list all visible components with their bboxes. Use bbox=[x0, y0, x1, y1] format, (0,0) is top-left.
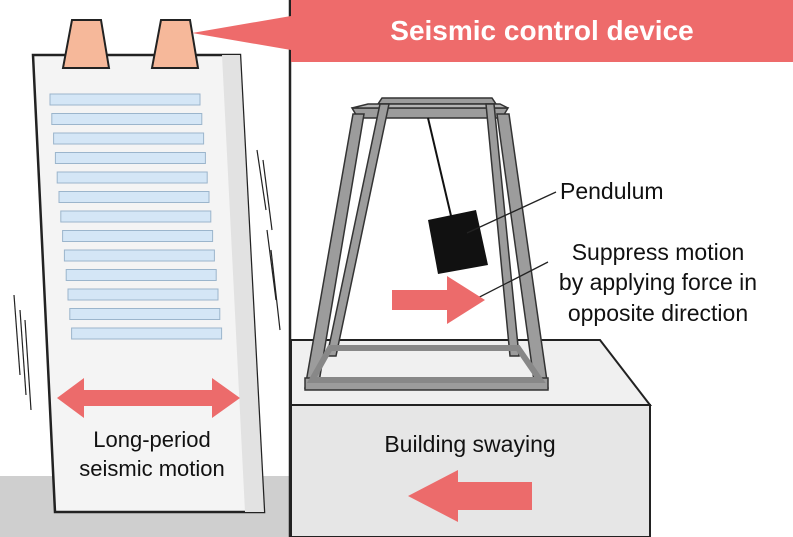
header: Seismic control device bbox=[192, 0, 793, 62]
building-window bbox=[56, 171, 208, 184]
double-arrow-icon bbox=[57, 378, 240, 418]
suppress-label-line1: Suppress motion bbox=[572, 239, 745, 265]
rooftop-damper-right bbox=[150, 19, 200, 69]
rooftop-damper-left bbox=[61, 19, 111, 69]
callout-pointer bbox=[192, 16, 291, 50]
building-window bbox=[58, 191, 210, 203]
building-windows bbox=[49, 93, 223, 340]
building-label: Building swaying bbox=[384, 431, 555, 457]
motion-label-line2: seismic motion bbox=[79, 456, 224, 481]
building-side-shade bbox=[222, 55, 264, 512]
sway-lines-right bbox=[256, 149, 281, 331]
sway-lines-left bbox=[13, 294, 32, 411]
header-bar bbox=[291, 0, 793, 62]
building-window bbox=[60, 210, 212, 223]
left-panel: Long-period seismic motion bbox=[0, 19, 290, 537]
pendulum-frame bbox=[304, 97, 549, 391]
pendulum-weight bbox=[428, 210, 488, 274]
pendulum-string bbox=[427, 117, 453, 221]
header-title: Seismic control device bbox=[390, 15, 693, 46]
suppress-label-line2: by applying force in bbox=[559, 269, 757, 295]
building-window bbox=[54, 152, 206, 164]
pendulum-leader bbox=[466, 191, 557, 234]
building-window bbox=[67, 288, 219, 301]
building-window bbox=[53, 132, 205, 145]
building-window bbox=[63, 249, 215, 262]
building-window bbox=[65, 269, 217, 281]
pendulum-label: Pendulum bbox=[560, 178, 664, 204]
building-window bbox=[62, 230, 214, 242]
right-panel: Pendulum Suppress motion by applying for… bbox=[290, 97, 757, 537]
motion-label-line1: Long-period bbox=[93, 427, 210, 452]
floor-box-front bbox=[290, 404, 651, 537]
sway-arrow-left-icon bbox=[408, 470, 532, 522]
building-window bbox=[49, 93, 201, 106]
building-window bbox=[51, 113, 203, 125]
building-window bbox=[71, 327, 223, 340]
suppress-label-line3: opposite direction bbox=[568, 300, 748, 326]
building-window bbox=[69, 308, 221, 320]
force-arrow-right-icon bbox=[392, 276, 485, 324]
